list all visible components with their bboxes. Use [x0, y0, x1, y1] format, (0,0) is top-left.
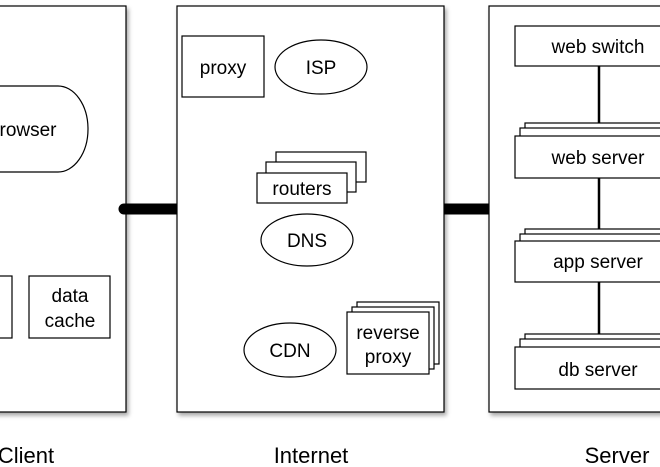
browser-shape	[0, 85, 89, 173]
browser-label: rowser	[0, 120, 57, 141]
client-panel: rowser data cache	[0, 5, 127, 413]
app-server-stack	[514, 228, 660, 283]
web-server-label: web server	[551, 148, 646, 169]
proxy-label: proxy	[200, 58, 247, 79]
db-server-stack	[514, 333, 660, 390]
data-cache-box	[28, 275, 111, 339]
reverse-proxy-label-line2: proxy	[365, 347, 412, 368]
isp-ellipse	[274, 39, 368, 95]
reverse-proxy-stack	[346, 301, 440, 375]
dns-label: DNS	[287, 231, 327, 252]
internet-title: Internet	[274, 443, 349, 467]
db-server-label: db server	[558, 360, 638, 381]
routers-stack	[256, 151, 367, 204]
isp-label: ISP	[306, 58, 337, 79]
app-server-label: app server	[553, 252, 643, 273]
web-switch-box	[514, 25, 660, 67]
server-panel: web switch web server app server db serv…	[488, 5, 660, 413]
cdn-ellipse	[243, 322, 337, 378]
server-title: Server	[585, 443, 650, 467]
cdn-label: CDN	[269, 341, 310, 362]
client-title: Client	[0, 443, 54, 467]
routers-label: routers	[272, 179, 331, 200]
reverse-proxy-label-line1: reverse	[356, 323, 419, 344]
dns-ellipse	[260, 213, 354, 267]
data-cache-label-line2: cache	[45, 311, 96, 332]
client-partial-box	[0, 275, 13, 339]
internet-panel: proxy ISP routers DNS CDN reverse proxy	[176, 5, 445, 413]
data-cache-label-line1: data	[52, 286, 89, 307]
proxy-box	[181, 35, 265, 98]
web-server-stack	[514, 122, 660, 179]
web-switch-label: web switch	[551, 37, 645, 58]
